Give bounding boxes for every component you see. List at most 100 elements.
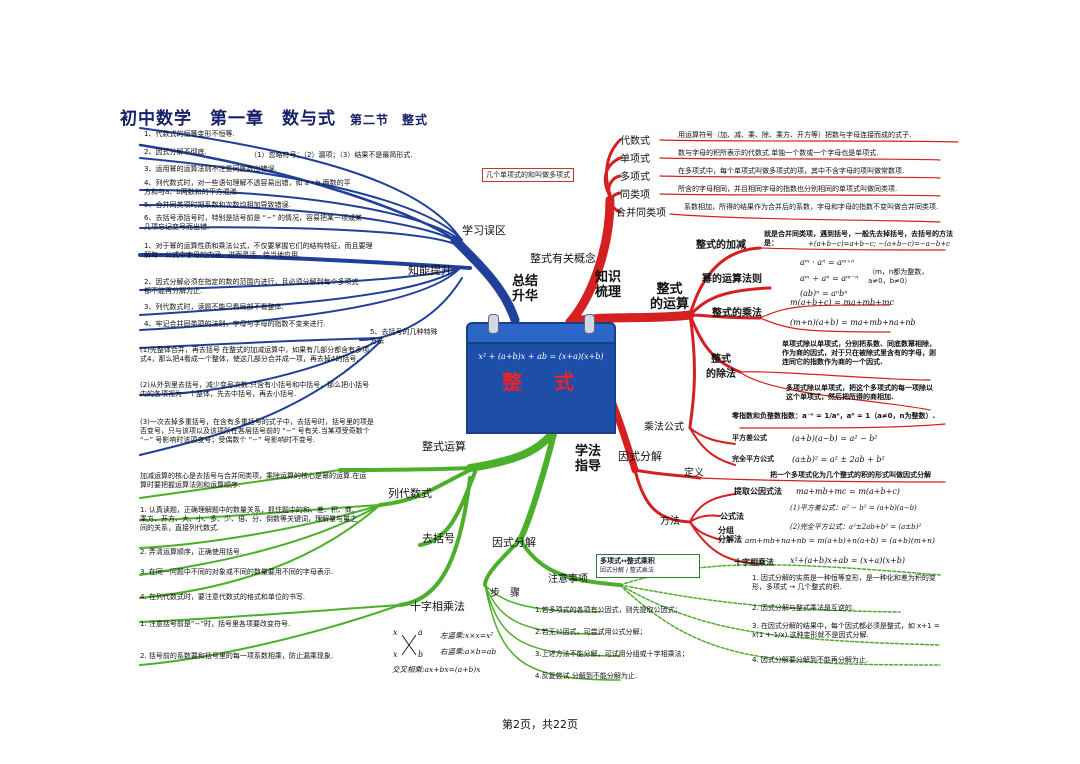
hub-cross: 十字相乘法 <box>410 598 465 614</box>
bracket-method: (3)一次去掉多重括号，在含有多重括号的式子中，去括号时，括号里的项是否变号，只… <box>140 418 375 445</box>
relation-box: 多项式↔整式乘积 因式分解 / 整式乘法 <box>596 554 700 578</box>
section-title: 第二节 整式 <box>350 113 428 127</box>
op-power-f3: (ab)ⁿ = aⁿbⁿ <box>800 289 848 298</box>
hub-factoring: 因式分解 <box>618 448 662 464</box>
hub-method: 学法 指导 <box>575 444 601 474</box>
cross-rt: a <box>418 628 423 637</box>
hub-improve: 知能提升 <box>408 262 452 278</box>
fact-common: ma+mb+mc = m(a+b+c) <box>796 487 900 496</box>
fact-definition: 把一个多项式化为几个整式的积的形式叫做因式分解 <box>770 471 931 480</box>
op-mult-f2: (m+n)(a+b) = ma+mb+na+nb <box>790 318 916 327</box>
fact-group-label: 分组 分解法 <box>718 526 742 544</box>
mistake-item: 1、代数式的恒等变形不恒等. <box>144 130 434 139</box>
attention-item: 3. 在因式分解的结果中，每个因式都必须是整式，如 x+1 = x(1 + 1/… <box>752 622 942 640</box>
attention-item: 2. 因式分解与整式乘法是互逆的. <box>752 604 942 613</box>
op-diff: (a+b)(a−b) = a² − b² <box>792 434 878 443</box>
hub-algebraic: 列代数式 <box>388 485 432 501</box>
ring-icon <box>488 314 499 334</box>
attention-item: 4. 因式分解要分解到不能再分解为止. <box>752 656 942 665</box>
cross-item: 2. 括号前的系数要和括号里的每一项系数相乘，防止漏乘现象. <box>140 652 360 661</box>
steps-label: 步 骤 <box>490 584 520 599</box>
step-item: 1.若多项式的各项有公因式，则先提取公因式； <box>535 606 682 615</box>
improve-item: 4、牢记合并同类项的法则，字母与字母的指数不变来进行. <box>144 320 374 329</box>
center-equation: x² + (a+b)x + ab = (x+a)(x+b) <box>466 352 616 361</box>
improve-item: 3、列代数式时，读题不能只看局部不看整体. <box>144 303 364 312</box>
ring-icon <box>584 314 595 334</box>
page-number: 第2页，共22页 <box>0 716 1080 732</box>
concept-desc: 所含的字母相同，并且相同字母的指数也分别相同的单项式叫做同类项. <box>678 185 948 194</box>
algebraic-item: 1. 认真读题，正确理解题中的数量关系，抓住题中的和、差、积、商、乘方、开方、大… <box>140 506 360 533</box>
fact-method-label: 方法 <box>660 512 680 527</box>
mistake-item: 3、运用幂的运算法则不注意同底数出错误. <box>144 165 434 174</box>
op-div-d2: 多项式除以单项式，把这个多项式的每一项除以这个单项式，然后把所得的商相加. <box>786 384 936 402</box>
hub-operations: 整式 的运算 <box>650 282 689 312</box>
hub-brackets: 去括号 <box>422 530 455 546</box>
relation-text: 多项式↔整式乘积 <box>600 557 655 565</box>
fact-formula-2: (2)完全平方公式：a²±2ab+b² = (a±b)² <box>790 522 921 532</box>
bracket-method: (2)从外到里去括号，减少变号次数.只含有小括号和中括号，那么把小括号内的各项视… <box>140 381 370 399</box>
improve-item: 1、对于幂的运算性质和乘法公式，不仅要掌握它们的结构特征，而且要理解每一公式中字… <box>144 242 379 260</box>
op-power: 幂的运算法则 <box>702 270 762 285</box>
fact-def-label: 定义 <box>684 464 704 479</box>
improve-item: 2、因式分解必须在指定的数的范围内进行，且必须分解到每个多项式都不能再分解为止. <box>144 278 364 296</box>
op-power-cond: （m，n都为整数，a≠0，b≠0） <box>868 268 940 286</box>
algebraic-item: 4. 在列代数式时，要注意代数式的格式和单位的书写. <box>140 593 370 602</box>
cross-lt: x <box>393 628 398 637</box>
step-item: 2.若无公因式，可尝试用公式分解； <box>535 628 647 637</box>
fact-formula-label: 公式法 <box>720 512 744 521</box>
cross-item: 1. 注意括号前是“−”时，括号里各项要改变符号. <box>140 620 370 629</box>
hub-summary: 总结 升华 <box>512 274 542 304</box>
fact-cross: x²+(a+b)x+ab = (x+a)(x+b) <box>790 556 905 565</box>
polynomial-note: 几个单项式的和叫做多项式 <box>482 168 574 182</box>
cross-l1: 左竖乘:x×x=x² <box>440 630 493 641</box>
fact-group: am+mb+na+nb = m(a+b)+n(a+b) = (a+b)(m+n) <box>745 536 935 545</box>
page-title: 初中数学 第一章 数与式第二节 整式 <box>120 104 428 129</box>
op-add-sub: 整式的加减 <box>696 236 746 251</box>
mistake-item: 6、去括号添括号时，特别是括号前是 “−” 的情况，容易把某一项或某几项忘记变号… <box>144 214 364 232</box>
attention-item: 1. 因式分解的实质是一种恒等变形，是一种化和差为积的变形，多项式 → 几个整式… <box>752 574 942 592</box>
concept-term: 合并同类项 <box>616 204 666 219</box>
hub-integer-ops: 整式运算 <box>422 438 466 454</box>
op-special: 乘法公式 <box>644 418 684 433</box>
cross-rb: b <box>418 650 423 659</box>
hub-knowledge: 知识 梳理 <box>595 270 621 300</box>
op-div-d1: 单项式除以单项式，分别把系数、同底数幂相除，作为商的因式，对于只在被除式里含有的… <box>782 340 942 367</box>
op-mult: 整式的乘法 <box>712 304 762 319</box>
relation-sub: 因式分解 / 整式乘法 <box>600 567 654 574</box>
hub-concepts: 整式有关概念 <box>530 250 596 266</box>
concept-desc: 用运算符号（加、减、乘、除、乘方、开方等）把数与字母连接而成的式子. <box>678 131 968 140</box>
cross-lb: x <box>393 650 398 659</box>
cross-l2: 右竖乘:a×b=ab <box>440 646 496 657</box>
concept-term: 同类项 <box>620 186 650 201</box>
bracket-method: (1)先整体合并，再去括号 在整式的加减运算中，如果有几部分都含有多项式4，那么… <box>140 346 370 364</box>
hub-mistakes: 学习误区 <box>462 222 506 238</box>
cross-l3: 交叉相乘:ax+bx=(a+b)x <box>392 664 480 675</box>
mistake-item: 2、因式分解不彻底. <box>144 148 244 157</box>
attention-label: 注意事项 <box>548 570 588 585</box>
algebraic-item: 3. 在同一问题中不同的对象或不同的数量要用不同的字母表示. <box>140 568 360 577</box>
chapter-title: 初中数学 第一章 数与式 <box>120 109 336 129</box>
op-div-negexp: 零指数和负整数指数：a⁻ⁿ = 1/aⁿ，a⁰ = 1（a≠0，n为整数）. <box>732 412 947 421</box>
op-div: 整式 的除法 <box>706 350 736 380</box>
mistake-item: 4、列代数式时，对一些语句理解不透容易出错，如 a・b 两数的平方和与a、b两数… <box>144 179 354 197</box>
fact-common-label: 提取公因式法 <box>734 487 782 496</box>
op-add-sub-formula: +(a+b−c)=a+b−c; −(a+b−c)=−a−b+c <box>808 240 950 248</box>
mistake-item: 5、合并同类项时把系数和次数均相加导致错误. <box>144 201 434 210</box>
algebraic-item: 2. 弄清运算顺序，正确使用括号. <box>140 548 360 557</box>
concept-term: 代数式 <box>620 132 650 147</box>
hub-factoring-green: 因式分解 <box>492 534 536 550</box>
fact-formula-1: (1)平方差公式：a² − b² = (a+b)(a−b) <box>790 503 917 513</box>
concept-desc: 系数相加，所得的结果作为合并后的系数，字母和字母的指数不变叫做合并同类项. <box>684 203 944 212</box>
op-sq: (a±b)² = a² ± 2ab + b² <box>792 455 885 464</box>
concept-term: 单项式 <box>620 150 650 165</box>
step-item: 4.反复尝试 分解到不能分解为止. <box>535 672 637 681</box>
fact-cross-label: 十字相乘法 <box>734 558 774 567</box>
mistake-note: （1）忽略符号；（2）漏项；（3）结果不是最简形式. <box>250 151 413 160</box>
bracket-methods-label: 5、去括号的几种特殊方法 <box>370 328 440 346</box>
op-diff-label: 平方差公式 <box>732 434 767 443</box>
concept-desc: 在多项式中，每个单项式叫做多项式的项，其中不含字母的项叫做常数项. <box>678 167 948 176</box>
op-core-text: 加减运算的核心是去括号与合并同类项，乘除运算的核心是幂的运算.在运算时要把握运算… <box>140 472 370 490</box>
step-item: 3.上述方法不能分解，可试用分组或十字相乘法； <box>535 650 689 659</box>
op-mult-f1: m(a+b+c) = ma+mb+mc <box>790 298 894 307</box>
concept-term: 多项式 <box>620 168 650 183</box>
